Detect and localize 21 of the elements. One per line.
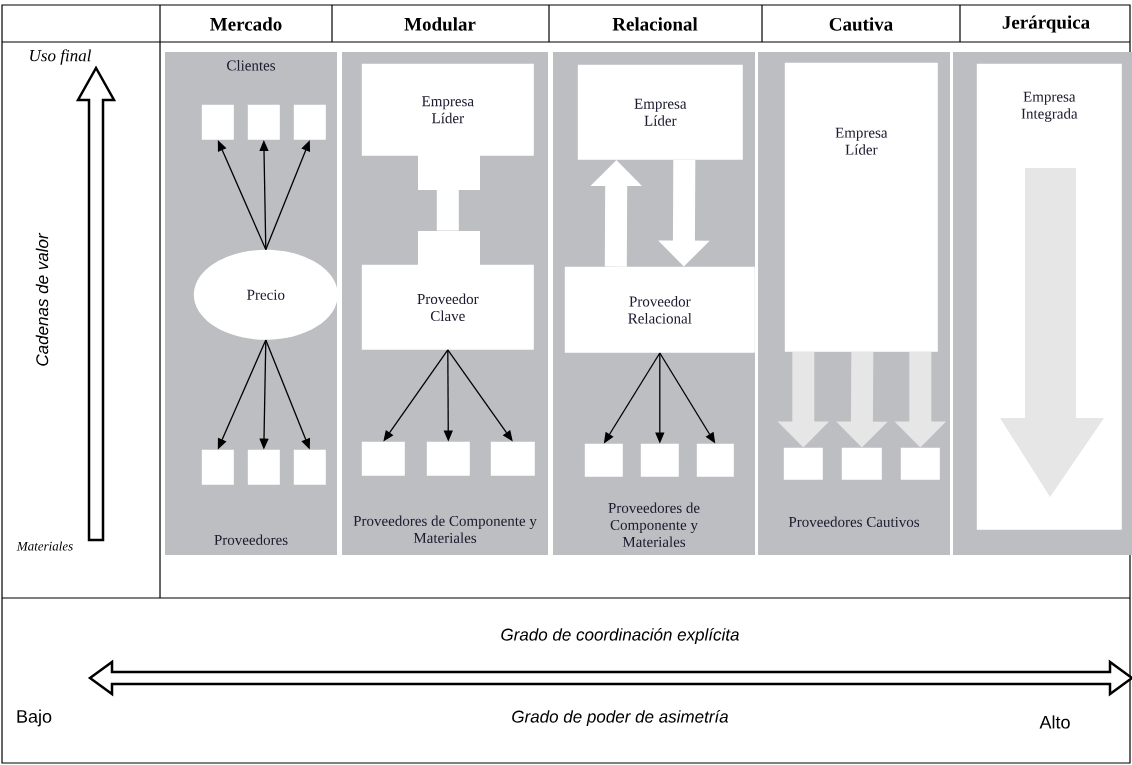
axis-title: Cadenas de valor [35, 232, 49, 366]
axis-title: Grado de poder de asimetría [512, 709, 729, 726]
firm-box: Proveedor Clave [361, 231, 534, 350]
axis-label: Bajo [17, 709, 52, 727]
column-header: Modular [404, 17, 476, 31]
axis-label: Uso final [30, 49, 92, 65]
column-header: Relacional [612, 17, 698, 31]
square-box [490, 441, 535, 476]
node-label: Proveedor Relacional [628, 296, 692, 324]
square-box [426, 441, 470, 476]
arrow [217, 140, 267, 251]
firm-box: Empresa Líder [361, 63, 534, 190]
column-header: Jerárquica [1002, 15, 1090, 33]
square-box [361, 441, 405, 476]
firm-box: Empresa Líder [784, 62, 938, 352]
axis-title: Grado de coordinación explícita [501, 627, 739, 644]
axis-label: Alto [1039, 715, 1070, 729]
column-header: Cautiva [829, 17, 893, 31]
column-header: Mercado [210, 17, 282, 31]
arrow [265, 140, 311, 251]
axis-label: Materiales [16, 541, 73, 551]
